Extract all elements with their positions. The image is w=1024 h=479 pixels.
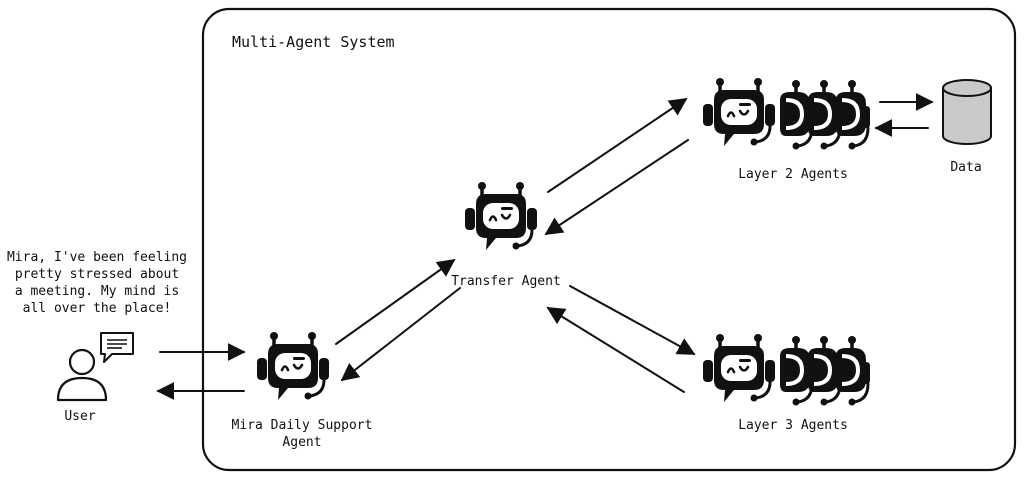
mira-agent-label-line: Agent (282, 435, 322, 450)
transfer-agent-label: Transfer Agent (451, 274, 561, 289)
mira-agent-robot-icon (255, 330, 331, 402)
layer3-agents-label: Layer 3 Agents (738, 418, 848, 433)
user-message-line: a meeting. My mind is (14, 284, 180, 299)
mira-agent-label: Mira Daily Support Agent (222, 417, 382, 451)
layer2-agents-robot-stack (701, 76, 872, 152)
system-title: Multi-Agent System (232, 33, 395, 51)
arrow-transfer-to-layer3 (569, 285, 696, 355)
arrow-transfer-to-layer2 (547, 97, 688, 193)
mira-agent-label-line: Mira Daily Support (231, 418, 373, 433)
user-icon (56, 348, 108, 402)
user-message: Mira, I've been feeling pretty stressed … (6, 249, 188, 317)
user-message-line: Mira, I've been feeling (6, 250, 187, 265)
layer3-agents-robot-stack (701, 332, 872, 408)
system-boundary (201, 7, 1017, 472)
arrow-mira-to-transfer (335, 258, 456, 345)
transfer-agent-robot-icon (463, 180, 539, 252)
user-message-line: pretty stressed about (14, 267, 180, 282)
speech-bubble-icon (100, 332, 134, 363)
arrow-transfer-to-mira (340, 287, 461, 382)
database-cylinder-icon (942, 79, 992, 145)
data-label: Data (950, 160, 982, 175)
user-label: User (64, 409, 96, 424)
arrow-layer2-to-transfer (544, 139, 689, 235)
user-message-line: all over the place! (22, 301, 172, 316)
arrow-layer3-to-transfer (546, 307, 685, 393)
connection-arrows (156, 93, 934, 400)
layer2-agents-label: Layer 2 Agents (738, 167, 848, 182)
